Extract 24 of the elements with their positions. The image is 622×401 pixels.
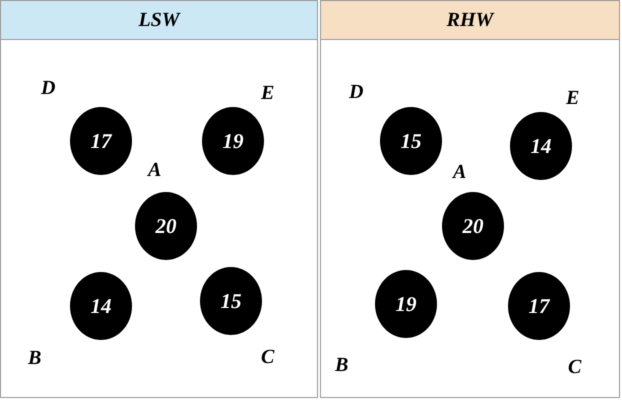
panel: [320, 0, 620, 398]
panel-header: LSW: [1, 1, 317, 40]
point-letter: D: [349, 82, 364, 102]
number-circle: 19: [375, 270, 437, 338]
number-circle: 15: [380, 107, 442, 175]
point-letter: A: [453, 162, 466, 182]
panel-header: RHW: [321, 1, 619, 40]
number-circle: 17: [70, 107, 132, 175]
point-letter: C: [568, 357, 582, 377]
number-circle: 14: [510, 112, 572, 180]
number-circle: 14: [70, 272, 132, 340]
point-letter: E: [566, 88, 580, 108]
number-circle: 20: [135, 192, 197, 260]
point-letter: C: [261, 347, 274, 367]
number-circle: 15: [200, 267, 262, 335]
point-letter: A: [148, 160, 162, 180]
number-circle: 19: [202, 107, 264, 175]
point-letter: E: [261, 83, 274, 103]
point-letter: D: [41, 78, 56, 98]
point-letter: B: [28, 348, 42, 368]
panel: [0, 0, 318, 398]
number-circle: 17: [508, 272, 570, 340]
point-letter: B: [335, 355, 348, 375]
number-circle: 20: [442, 192, 504, 260]
